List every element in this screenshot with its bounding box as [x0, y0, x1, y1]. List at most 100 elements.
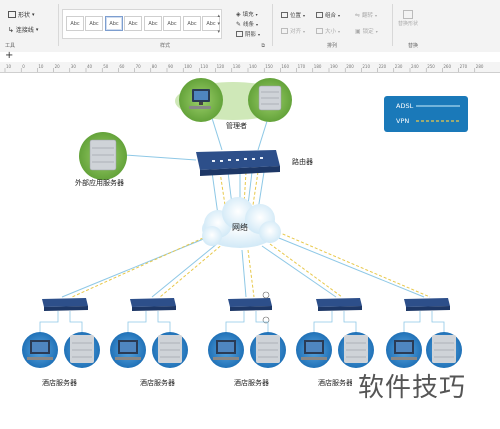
hotel-server-label: 酒店服务器: [42, 379, 77, 387]
ruler-tick-label: 190: [330, 64, 338, 69]
ruler-tick-label: 200: [346, 64, 354, 69]
switch-icon[interactable]: [42, 298, 88, 311]
computer-icon[interactable]: [22, 332, 58, 368]
shadow-button[interactable]: 阴影▾: [236, 30, 260, 38]
network-diagram: [22, 78, 462, 368]
server-icon[interactable]: [152, 332, 188, 368]
computer-icon[interactable]: [110, 332, 146, 368]
switch-icon[interactable]: [130, 298, 176, 311]
computer-icon[interactable]: [296, 332, 332, 368]
pencil-icon: ✎: [236, 20, 242, 28]
combine-button[interactable]: 组合▾: [316, 11, 340, 19]
replace-shape-icon: [403, 10, 413, 19]
ruler-tick-label: 90: [168, 64, 174, 69]
cloud-network-icon[interactable]: [202, 197, 281, 248]
style-swatch[interactable]: Abc: [202, 16, 220, 31]
switch-icon[interactable]: [404, 298, 450, 311]
watermark-text: 软件技巧: [352, 372, 500, 429]
gallery-scroll[interactable]: ▴▾▾: [217, 13, 220, 35]
ruler-tick-label: 80: [152, 64, 158, 69]
ruler-tick-label: 100: [184, 64, 192, 69]
line-button[interactable]: ✎ 线条▾: [236, 20, 259, 29]
ruler-tick-label: 230: [395, 64, 403, 69]
shape-icon: [8, 11, 16, 18]
position-button[interactable]: 位置▾: [281, 11, 305, 19]
chevron-down-icon: ▾: [32, 11, 35, 18]
drawing-canvas[interactable]: 管理者 路由器 外部应用服务器 网络 酒店服务器 酒店服务器 酒店服务器 酒店服…: [0, 73, 500, 429]
external-server-node[interactable]: [79, 132, 127, 180]
ribbon-group-tools: 形状 ▾ ↳ 连接线 ▾ 工具: [0, 0, 58, 52]
computer-icon[interactable]: [386, 332, 422, 368]
lock-button[interactable]: ▣ 锁定▾: [355, 27, 378, 36]
ruler-tick-label: 10: [6, 64, 12, 69]
ruler-tick-label: 70: [136, 64, 142, 69]
server-icon[interactable]: [426, 332, 462, 368]
size-button[interactable]: 大小▾: [316, 27, 340, 35]
add-page-icon[interactable]: +: [5, 50, 14, 61]
ruler-tick-label: 0: [22, 64, 25, 69]
style-swatch[interactable]: Abc: [124, 16, 142, 31]
ruler-tick-label: 170: [298, 64, 306, 69]
legend-vpn-label: VPN: [396, 117, 410, 125]
flip-button[interactable]: ⇋ 翻转▾: [355, 11, 378, 20]
switch-icon[interactable]: [316, 298, 362, 311]
hotel-server-label: 酒店服务器: [234, 379, 269, 387]
router-node[interactable]: [196, 150, 280, 176]
style-swatch[interactable]: Abc: [144, 16, 162, 31]
connector-tool-button[interactable]: ↳ 连接线 ▾: [8, 25, 39, 35]
manager-label: 管理者: [226, 122, 247, 130]
hotel-endpoints: [22, 332, 462, 368]
style-swatch[interactable]: Abc: [183, 16, 201, 31]
dialog-launcher-icon[interactable]: ⧉: [261, 43, 265, 49]
server-icon[interactable]: [64, 332, 100, 368]
legend-box[interactable]: ADSL VPN: [384, 96, 468, 132]
fill-button[interactable]: ◈ 填充▾: [236, 10, 258, 19]
ruler-tick-label: 60: [119, 64, 125, 69]
flip-icon: ⇋: [355, 11, 361, 19]
computer-icon[interactable]: [208, 332, 244, 368]
align-icon: [281, 28, 288, 34]
fill-bucket-icon: ◈: [236, 10, 241, 18]
ribbon-group-replace: 替换: [393, 0, 433, 52]
manager-node[interactable]: [175, 78, 292, 122]
combine-icon: [316, 12, 323, 18]
ribbon-group-styles: 样式 ⧉: [59, 0, 271, 52]
switch-icon[interactable]: [228, 291, 272, 324]
style-swatch[interactable]: Abc: [85, 16, 103, 31]
style-swatch[interactable]: Abc: [163, 16, 181, 31]
ruler-tick-label: 280: [476, 64, 484, 69]
endpoint-lines: [39, 311, 445, 332]
page-tab-bar: +: [0, 50, 500, 62]
server-icon[interactable]: [250, 332, 286, 368]
ruler-tick-label: 40: [87, 64, 93, 69]
arrange-group-label: 排列: [326, 43, 337, 49]
server-icon: [258, 85, 282, 111]
ruler-tick-label: 130: [233, 64, 241, 69]
server-icon[interactable]: [338, 332, 374, 368]
ruler-tick-label: 50: [103, 64, 109, 69]
connector-icon: ↳: [8, 25, 14, 34]
legend-lines: [416, 105, 460, 122]
hotel-server-label: 酒店服务器: [140, 379, 175, 387]
ruler-tick-label: 110: [200, 64, 208, 69]
ribbon-separator: [272, 4, 273, 46]
replace-shape-button[interactable]: 替换形状: [398, 10, 418, 27]
replace-group-label: 替换: [407, 43, 418, 49]
server-icon: [89, 139, 117, 171]
position-icon: [281, 12, 288, 18]
network-label: 网络: [232, 223, 248, 232]
ribbon-separator: [392, 4, 393, 46]
ruler-tick-label: 120: [217, 64, 225, 69]
ruler-tick-label: 260: [443, 64, 451, 69]
ruler-tick-label: 160: [281, 64, 289, 69]
style-swatch[interactable]: Abc: [105, 16, 123, 31]
align-button[interactable]: 对齐▾: [281, 27, 305, 35]
connection-lines: [61, 117, 431, 298]
ruler-tick-label: 30: [71, 64, 77, 69]
style-swatch[interactable]: Abc: [66, 16, 84, 31]
ruler-tick-label: 150: [265, 64, 273, 69]
shape-tool-button[interactable]: 形状 ▾: [8, 10, 35, 19]
ribbon-group-arrange: 排列: [273, 0, 391, 52]
